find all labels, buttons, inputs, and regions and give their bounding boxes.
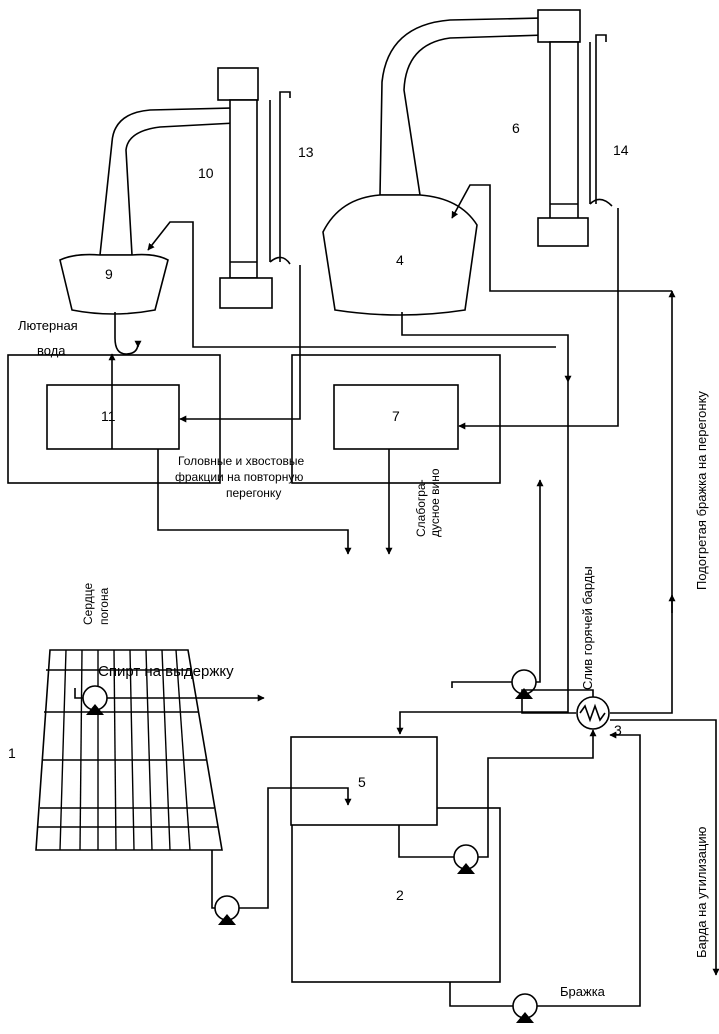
label-brazhka: Бражка <box>560 984 606 999</box>
label-heads-2: фракции на повторную <box>175 470 303 484</box>
label-heart-2: погона <box>97 587 111 625</box>
label-num-9: 9 <box>105 266 113 282</box>
pipe-feed-still4 <box>451 184 672 292</box>
label-spirit-aging: Спирт на выдержку <box>98 663 234 680</box>
label-weak-1: Слабогра- <box>414 479 428 537</box>
pipe-spirit-out <box>74 688 83 699</box>
pipe-luter-water <box>114 312 142 355</box>
label-num-6: 6 <box>512 120 520 136</box>
pipe-feed-still9 <box>147 221 556 348</box>
label-hot-barda: Слив горячей барды <box>580 566 595 690</box>
label-num-3: 3 <box>614 722 622 738</box>
label-weak-2: дусное вино <box>428 468 442 537</box>
fermentation-vat <box>35 649 223 851</box>
label-heads-1: Головные и хвостовые <box>178 454 305 468</box>
pump-tank5 <box>453 844 479 874</box>
pipe-tank8-recycle <box>451 681 512 688</box>
label-num-13: 13 <box>298 144 314 160</box>
label-luter-water-1: Лютерная <box>18 318 78 333</box>
spirit-still-9 <box>59 107 236 315</box>
pipe-heated-wash <box>610 290 676 714</box>
label-num-7: 7 <box>392 408 400 424</box>
pump-vat <box>214 895 240 925</box>
pipe-to-receiver11 <box>179 265 301 423</box>
condenser-6 <box>537 9 613 247</box>
wash-still-4 <box>322 17 546 316</box>
wash-tank-2 <box>291 807 501 983</box>
condenser-10 <box>217 67 291 309</box>
label-num-1: 1 <box>8 745 16 761</box>
pipe-to-receiver7 <box>458 208 619 430</box>
pipe-heads-tails <box>157 449 352 555</box>
heat-exchanger-3 <box>576 696 610 730</box>
receiver-7 <box>333 384 459 450</box>
pump-tank8 <box>511 669 537 699</box>
pump-wash <box>512 993 538 1023</box>
label-luter-water-2: вода <box>37 343 66 358</box>
label-barda-util: Барда на утилизацию <box>694 826 709 958</box>
label-num-2: 2 <box>396 887 404 903</box>
label-num-4: 4 <box>396 252 404 268</box>
tank-5 <box>290 736 438 826</box>
label-num-5: 5 <box>358 774 366 790</box>
label-num-11: 11 <box>101 408 116 424</box>
label-heart-1: Сердце <box>81 583 95 625</box>
receiver-11 <box>46 384 180 450</box>
pipe-hot-barda <box>401 312 572 383</box>
label-num-14: 14 <box>613 142 629 158</box>
label-heads-3: перегонку <box>226 486 281 500</box>
label-num-10: 10 <box>198 165 214 181</box>
label-heated-wash: Подогретая бражка на перегонку <box>694 391 709 590</box>
pipe-barda-out <box>610 719 719 976</box>
